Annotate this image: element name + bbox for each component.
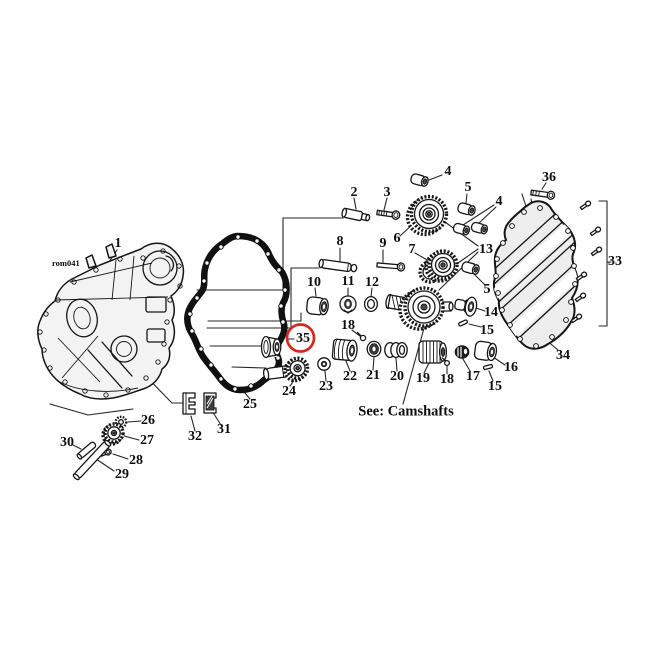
part-label-4: 4 (495, 194, 503, 209)
part-label-36: 36 (542, 170, 556, 185)
sprocket-27 (101, 422, 125, 446)
part-label-30: 30 (60, 435, 74, 450)
part-label-15: 15 (480, 323, 494, 338)
part-label-2: 2 (350, 185, 358, 200)
part-label-27: 27 (140, 433, 154, 448)
gear-7 (418, 249, 459, 284)
part-label-20: 20 (390, 369, 404, 384)
part-label-28: 28 (129, 453, 143, 468)
part-label-5: 5 (464, 180, 472, 195)
part-label-9: 9 (379, 236, 387, 251)
bushing-10 (306, 296, 329, 316)
screw-18b (441, 357, 451, 367)
camshaft-assembly (385, 286, 454, 331)
part-label-32: 32 (188, 429, 202, 444)
leader-lines (49, 174, 559, 472)
pin-15b (482, 363, 494, 371)
cover-screws (570, 200, 603, 324)
highlight-group (285, 323, 316, 353)
part-label-13: 13 (479, 242, 493, 257)
part-label-7: 7 (408, 242, 416, 257)
oring-12 (363, 295, 379, 313)
part-label-21: 21 (366, 368, 380, 383)
part-label-16: 16 (504, 360, 518, 375)
bushing-4b (452, 222, 471, 236)
part-label-18: 18 (341, 318, 355, 333)
screw-3 (376, 209, 401, 220)
bushing-5b (461, 261, 480, 275)
pin-30 (76, 441, 97, 460)
crankcase (37, 242, 185, 400)
part-label-15: 15 (488, 379, 502, 394)
bushing-22 (331, 338, 358, 362)
part-label-12: 12 (365, 275, 379, 290)
screw-9 (376, 262, 406, 272)
bushing-5a (457, 202, 476, 216)
see-camshafts-note: See: Camshafts (358, 403, 454, 420)
bushing-16 (473, 340, 498, 362)
screw-18a (356, 331, 367, 342)
part-label-25: 25 (243, 397, 257, 412)
part-label-1: 1 (114, 236, 122, 251)
part-label-3: 3 (383, 185, 391, 200)
part-label-35-highlighted: 35 (296, 331, 310, 346)
orings-20 (384, 341, 408, 359)
bushing-14 (454, 296, 478, 317)
shaft-29 (72, 439, 112, 481)
part-label-26: 26 (141, 413, 155, 428)
part-label-31: 31 (217, 422, 231, 437)
figure-code: rom041 (52, 258, 80, 268)
cover-bolt-holes (493, 205, 578, 349)
crankcase-bolt-holes (37, 248, 183, 398)
part-label-17: 17 (466, 369, 480, 384)
screw-36 (530, 189, 556, 200)
part-label-34: 34 (556, 348, 570, 363)
part-label-11: 11 (341, 274, 355, 289)
bracket-33 (598, 200, 612, 327)
shaft-8 (318, 258, 358, 273)
part-label-18: 18 (440, 372, 454, 387)
lock-washer-26 (114, 415, 128, 429)
gasket (184, 232, 290, 394)
highlight-circle (285, 323, 316, 353)
washer-23 (317, 357, 331, 371)
cam-cover (492, 200, 579, 350)
gear-6 (405, 194, 449, 237)
part-label-19: 19 (416, 371, 430, 386)
gear-24 (262, 356, 310, 383)
dowel-pin-2 (341, 207, 371, 222)
gear-19 (418, 340, 448, 364)
ring-21 (366, 340, 382, 358)
part-label-24: 24 (282, 384, 296, 399)
coupling-32 (182, 392, 196, 415)
part-label-33: 33 (608, 254, 622, 269)
part-label-23: 23 (319, 379, 333, 394)
part-label-29: 29 (115, 467, 129, 482)
gasket-holes (187, 234, 288, 392)
key-31 (203, 392, 217, 414)
part-label-8: 8 (336, 234, 344, 249)
part-label-6: 6 (393, 231, 401, 246)
bushing-4c (470, 221, 489, 235)
part-label-14: 14 (484, 305, 498, 320)
seal-35 (260, 335, 282, 359)
part-label-4: 4 (444, 164, 452, 179)
part-label-10: 10 (307, 275, 321, 290)
part-label-5: 5 (483, 282, 491, 297)
nut-17 (454, 345, 470, 359)
washer-11 (339, 295, 357, 314)
bushing-4a (410, 173, 429, 187)
part-label-22: 22 (343, 369, 357, 384)
pin-15a (458, 319, 468, 327)
